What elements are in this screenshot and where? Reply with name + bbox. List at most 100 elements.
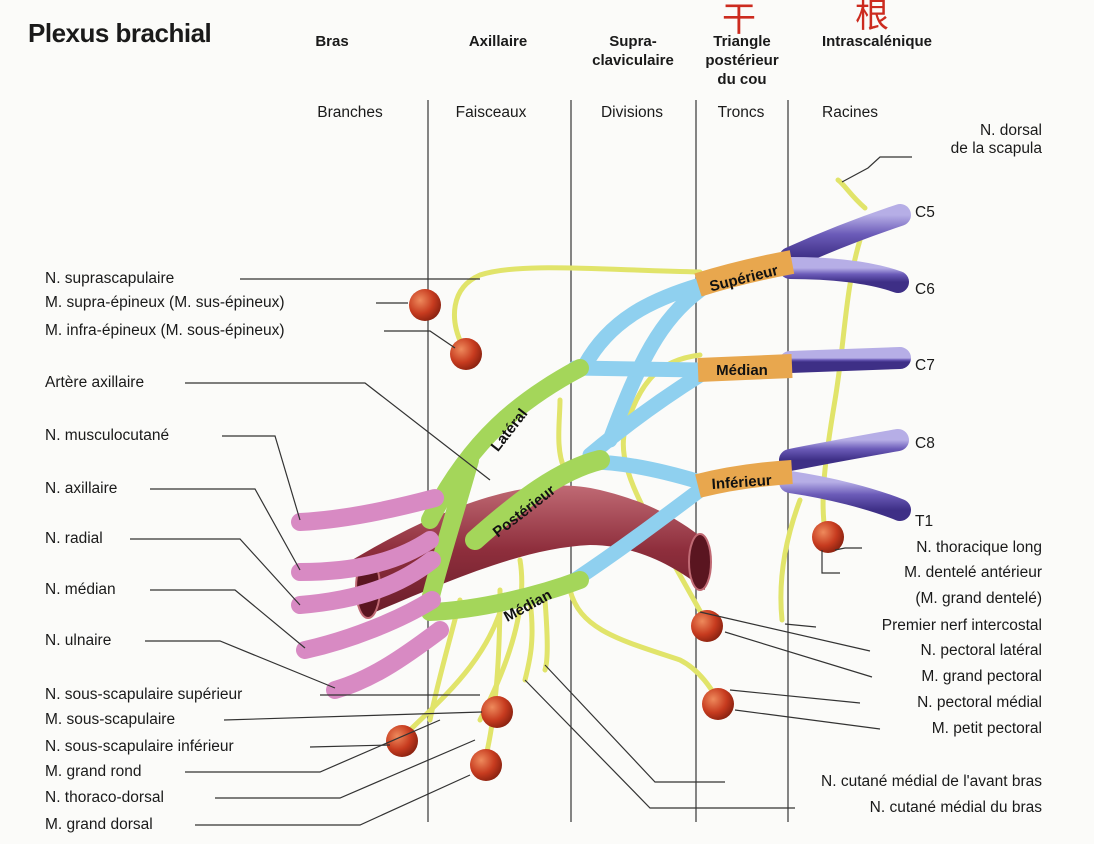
muscle-latissimus xyxy=(470,749,502,781)
leader-lines xyxy=(130,156,912,826)
dorsal-scapular-path xyxy=(835,177,868,211)
leader-infraspinatus xyxy=(384,330,456,349)
cutaneous-forearm-path xyxy=(542,597,550,673)
trunk-inferior-label: Inférieur xyxy=(711,472,772,493)
zone-triangle-posterieur: Triangle postérieur du cou xyxy=(705,33,779,88)
handwritten-annotation-trunk: 干 xyxy=(722,0,756,40)
lateral-cord-main xyxy=(421,359,589,529)
leader-serratus xyxy=(821,550,840,574)
suprascapular-nerve-path xyxy=(452,265,703,348)
leader-thoracodorsal xyxy=(215,739,476,799)
label-supraspinatus: M. supra-épineux (M. sus-épineux) xyxy=(45,294,285,311)
root-t1 xyxy=(779,471,911,521)
branch-ulnar xyxy=(326,621,449,699)
label-first-intercostal: Premier nerf intercostal xyxy=(881,617,1042,634)
lateral-root-median-path xyxy=(556,397,568,473)
muscle-serratus xyxy=(812,521,844,553)
column-racines: Racines xyxy=(822,104,878,121)
division-middle-anterior xyxy=(567,360,708,378)
divisions xyxy=(567,277,708,588)
muscle-supraspinatus xyxy=(409,289,441,321)
label-long-thoracic: N. thoracique long xyxy=(916,539,1042,556)
leader-pectoralis-minor xyxy=(734,709,881,730)
leader-subscap-inf xyxy=(309,744,391,748)
label-subscapular-inf: N. sous-scapulaire inférieur xyxy=(45,738,234,755)
root-c6 xyxy=(779,257,909,293)
leader-median xyxy=(150,589,306,649)
branch-axillary xyxy=(291,531,439,581)
thoracodorsal-path xyxy=(482,587,503,763)
diagram-title: Plexus brachial xyxy=(28,18,212,48)
label-cutaneous-arm: N. cutané médial du bras xyxy=(869,799,1042,816)
leader-subscapularis xyxy=(223,711,483,721)
column-branches: Branches xyxy=(317,104,383,121)
leader-cutaneous-forearm xyxy=(544,664,725,783)
small-nerves xyxy=(402,177,868,763)
leader-axillary xyxy=(150,488,301,571)
trunk-superior xyxy=(694,250,795,297)
leader-latissimus xyxy=(195,774,471,826)
label-median: N. médian xyxy=(45,581,116,598)
root-label-c8: C8 xyxy=(915,435,935,452)
medial-cord xyxy=(421,571,589,621)
leader-cutaneous-arm xyxy=(524,679,795,809)
muscle-pectoralis-major xyxy=(691,610,723,642)
label-pectoralis-minor: M. petit pectoral xyxy=(931,720,1042,737)
column-divisions: Divisions xyxy=(600,104,663,121)
leader-ulnar xyxy=(145,640,336,689)
muscle-subscapularis xyxy=(481,696,513,728)
division-superior-posterior xyxy=(602,282,708,448)
root-c7 xyxy=(779,347,911,373)
column-faisceaux: Faisceaux xyxy=(455,104,527,121)
roots xyxy=(779,204,911,521)
branch-musculocutaneous xyxy=(291,489,444,531)
zone-supraclaviculaire: Supra- claviculaire xyxy=(592,33,674,69)
division-superior-anterior xyxy=(577,277,708,373)
root-c5 xyxy=(779,204,911,269)
muscles xyxy=(386,289,844,781)
trunk-inferior xyxy=(695,460,793,498)
division-middle-posterior xyxy=(582,367,708,463)
label-axillary-artery: Artère axillaire xyxy=(45,374,145,391)
muscle-pectoralis-minor xyxy=(702,688,734,720)
terminal-branches xyxy=(291,489,449,699)
root-label-t1: T1 xyxy=(915,513,934,530)
leader-pectoral-medial xyxy=(729,689,861,704)
column-troncs: Troncs xyxy=(717,104,765,121)
root-label-c5: C5 xyxy=(915,204,935,221)
label-subscapularis: M. sous-scapulaire xyxy=(45,711,176,728)
label-axillary-nerve: N. axillaire xyxy=(45,480,118,497)
label-infraspinatus: M. infra-épineux (M. sous-épineux) xyxy=(45,322,285,339)
trunk-middle xyxy=(697,354,793,382)
first-intercostal-path xyxy=(778,497,803,623)
label-suprascapular-nerve: N. suprascapulaire xyxy=(45,270,175,287)
label-latissimus: M. grand dorsal xyxy=(45,816,153,833)
label-pectoral-medial: N. pectoral médial xyxy=(917,694,1042,711)
zone-bras: Bras xyxy=(315,33,349,50)
root-c8 xyxy=(779,429,909,471)
label-pectoralis-major: M. grand pectoral xyxy=(921,668,1042,685)
cutaneous-arm-path xyxy=(522,597,535,683)
trunk-middle-label: Médian xyxy=(716,362,768,379)
artery-cut-end-right xyxy=(688,533,712,591)
leader-pectoral-lateral xyxy=(699,611,871,652)
leader-long-thoracic xyxy=(834,547,862,551)
label-musculocutaneous: N. musculocutané xyxy=(45,427,170,444)
division-inferior-anterior xyxy=(567,482,708,588)
trunks xyxy=(694,250,795,498)
lateral-root-median xyxy=(421,451,479,609)
label-cutaneous-forearm: N. cutané médial de l'avant bras xyxy=(821,773,1042,790)
branch-median xyxy=(296,591,441,659)
branch-radial xyxy=(291,551,441,614)
label-serratus: M. dentelé antérieur xyxy=(904,564,1042,581)
leader-artery xyxy=(185,382,491,481)
leader-teres-major xyxy=(185,719,441,773)
zone-axillaire: Axillaire xyxy=(468,33,528,50)
medial-pectoral-path xyxy=(567,587,721,703)
lateral-cord xyxy=(421,359,589,609)
label-radial: N. radial xyxy=(45,530,103,547)
leader-pectoralis-major xyxy=(724,631,873,678)
leader-musculocutaneous xyxy=(222,435,301,521)
